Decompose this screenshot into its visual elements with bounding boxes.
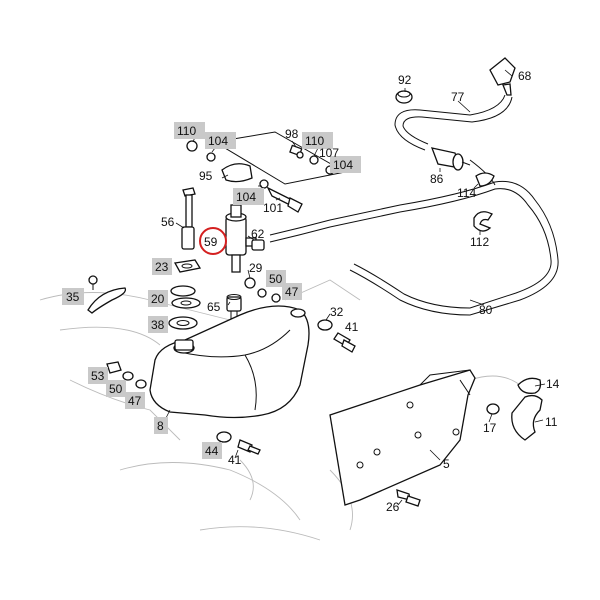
label-68: 68 xyxy=(518,69,532,83)
elbow-assembly xyxy=(486,377,543,441)
small-seals xyxy=(244,277,281,303)
label-110b: 110 xyxy=(305,134,324,148)
label-86: 86 xyxy=(430,172,444,186)
label-101: 101 xyxy=(263,201,283,215)
label-65: 65 xyxy=(207,300,221,314)
label-26: 26 xyxy=(386,500,400,514)
label-23: 23 xyxy=(155,260,169,274)
check-valve xyxy=(430,147,471,171)
label-17: 17 xyxy=(483,421,497,435)
label-104c: 104 xyxy=(236,190,256,204)
label-53: 53 xyxy=(91,369,105,383)
label-110a: 110 xyxy=(177,124,196,138)
label-44: 44 xyxy=(205,444,219,458)
label-56: 56 xyxy=(161,215,175,229)
highlight-boxes xyxy=(62,122,361,459)
label-95: 95 xyxy=(199,169,213,183)
label-41b: 41 xyxy=(228,453,242,467)
nozzle xyxy=(489,57,516,96)
label-11: 11 xyxy=(545,415,558,429)
label-41a: 41 xyxy=(345,320,359,334)
clip-112 xyxy=(473,211,493,232)
label-107: 107 xyxy=(319,146,339,160)
upper-hose xyxy=(394,94,513,186)
bolt-26 xyxy=(396,489,421,507)
strap xyxy=(87,275,127,314)
label-59: 59 xyxy=(204,235,218,249)
level-sensor xyxy=(181,187,196,250)
label-92: 92 xyxy=(398,73,412,87)
mounting-bracket xyxy=(329,369,476,506)
background-body-outline xyxy=(39,279,521,541)
grommet xyxy=(395,90,413,104)
label-112: 112 xyxy=(470,235,489,249)
label-8: 8 xyxy=(157,419,164,433)
screw-41-upper xyxy=(317,319,356,353)
label-20: 20 xyxy=(151,292,165,306)
label-14: 14 xyxy=(546,377,560,391)
label-29: 29 xyxy=(249,261,263,275)
clip-114 xyxy=(475,172,495,187)
label-47b: 47 xyxy=(128,394,142,408)
label-50a: 50 xyxy=(269,272,283,286)
label-35: 35 xyxy=(66,290,80,304)
label-98: 98 xyxy=(285,127,299,141)
washers xyxy=(168,285,201,330)
washer-hose xyxy=(269,180,559,316)
washer-bolt-lower xyxy=(216,431,261,455)
label-77: 77 xyxy=(451,90,465,104)
label-104a: 104 xyxy=(208,134,228,148)
part-labels: 92 68 77 110 104 98 110 107 104 95 104 8… xyxy=(66,69,560,514)
nut xyxy=(173,259,202,273)
highlight-ring-59 xyxy=(199,227,227,255)
label-114: 114 xyxy=(457,186,476,200)
washer-reservoir xyxy=(149,305,310,419)
leader-lines xyxy=(164,69,546,506)
label-62: 62 xyxy=(251,227,265,241)
label-38: 38 xyxy=(151,318,165,332)
label-50b: 50 xyxy=(109,382,123,396)
nut-washers-left xyxy=(106,361,147,389)
label-5: 5 xyxy=(443,457,450,471)
label-47a: 47 xyxy=(285,285,299,299)
label-80: 80 xyxy=(479,303,493,317)
label-104b: 104 xyxy=(333,158,353,172)
label-32: 32 xyxy=(330,305,344,319)
hose-connector xyxy=(251,239,265,251)
